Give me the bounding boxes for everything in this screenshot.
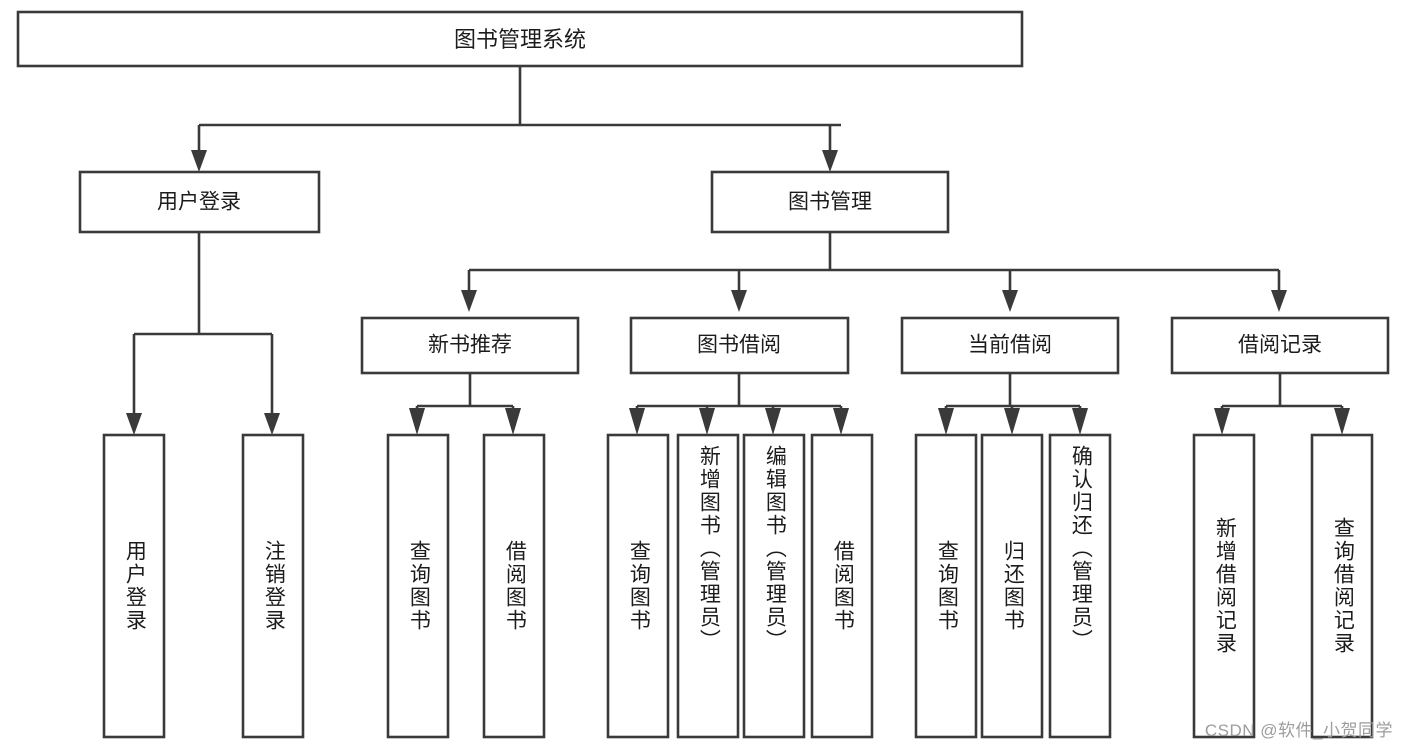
leaf-box-borrow-book-a[interactable]	[482, 433, 546, 739]
arrow-head-current-borrow	[1002, 290, 1018, 312]
root-box-label: 图书管理系统	[454, 27, 586, 52]
node-book-borrow[interactable]: 图书借阅	[629, 316, 850, 375]
arrow-head-user-login	[191, 150, 207, 172]
leaf-box-edit-book[interactable]	[742, 433, 806, 739]
leaf-box-query-book-a[interactable]	[386, 433, 450, 739]
arrow-head-leaf-query-book-b	[629, 408, 645, 435]
node-book-manage[interactable]: 图书管理	[710, 170, 950, 234]
leaf-box-query-record[interactable]	[1310, 433, 1374, 739]
book-manage-box-rect	[710, 170, 950, 234]
arrow-head-leaf-return-book	[1004, 408, 1020, 435]
node-user-login[interactable]: 用户登录	[78, 170, 321, 234]
leaf-box-return-book[interactable]	[980, 433, 1044, 739]
book-borrow-box-label: 图书借阅	[697, 334, 781, 357]
connector-user-login-to-leaves	[126, 232, 280, 435]
node-new-book-recommend[interactable]: 新书推荐	[360, 316, 580, 375]
arrow-head-book-manage	[822, 150, 838, 172]
leaf-box-user-login[interactable]	[102, 433, 166, 739]
connector-new-book-to-leaves	[409, 373, 521, 435]
connector-book-manage-to-level3	[461, 232, 1287, 312]
leaf-box-query-book-b[interactable]	[606, 433, 670, 739]
book-manage-box-label: 图书管理	[788, 191, 872, 214]
root-box-rect	[16, 10, 1024, 68]
node-borrow-record[interactable]: 借阅记录	[1170, 316, 1390, 375]
user-login-box-label: 用户登录	[157, 191, 241, 214]
borrow-record-box-label: 借阅记录	[1238, 334, 1322, 357]
connector-current-borrow-to-leaves	[938, 373, 1088, 435]
arrow-head-book-borrow	[731, 290, 747, 312]
arrow-head-leaf-borrow-book-b	[833, 408, 849, 435]
leaf-box-add-book[interactable]	[676, 433, 740, 739]
arrow-head-leaf-add-record	[1214, 408, 1230, 435]
arrow-head-leaf-query-book-a	[409, 408, 425, 435]
csdn-watermark: CSDN @软件_小贺同学	[1204, 721, 1393, 740]
new-book-recommend-box-label: 新书推荐	[428, 334, 512, 357]
leaf-box-add-record[interactable]	[1192, 433, 1256, 739]
arrow-head-leaf-query-record	[1334, 408, 1350, 435]
arrow-head-leaf-edit-book	[765, 408, 781, 435]
arrow-head-leaf-query-book-c	[938, 408, 954, 435]
arrow-head-leaf-add-book	[699, 408, 715, 435]
leaf-box-confirm-return[interactable]	[1048, 433, 1112, 739]
arrow-head-leaf-user-login	[126, 413, 142, 435]
book-borrow-box-rect	[629, 316, 850, 375]
current-borrow-box-label: 当前借阅	[968, 334, 1052, 357]
connector-borrow-record-to-leaves	[1214, 373, 1350, 435]
current-borrow-box-rect	[900, 316, 1120, 375]
new-book-recommend-box-rect	[360, 316, 580, 375]
leaf-box-query-book-c[interactable]	[914, 433, 978, 739]
arrow-head-leaf-confirm-return	[1072, 408, 1088, 435]
leaf-box-logout[interactable]	[241, 433, 305, 739]
arrow-head-leaf-borrow-book-a	[505, 408, 521, 435]
node-current-borrow[interactable]: 当前借阅	[900, 316, 1120, 375]
connector-root-to-level2	[191, 66, 841, 172]
arrow-head-borrow-record	[1271, 290, 1287, 312]
connector-book-borrow-to-leaves	[629, 373, 849, 435]
arrow-head-new-book-recommend	[461, 290, 477, 312]
leaf-box-borrow-book-b[interactable]	[810, 433, 874, 739]
borrow-record-box-rect	[1170, 316, 1390, 375]
node-root-system[interactable]: 图书管理系统	[16, 10, 1024, 68]
arrow-head-leaf-logout	[264, 413, 280, 435]
